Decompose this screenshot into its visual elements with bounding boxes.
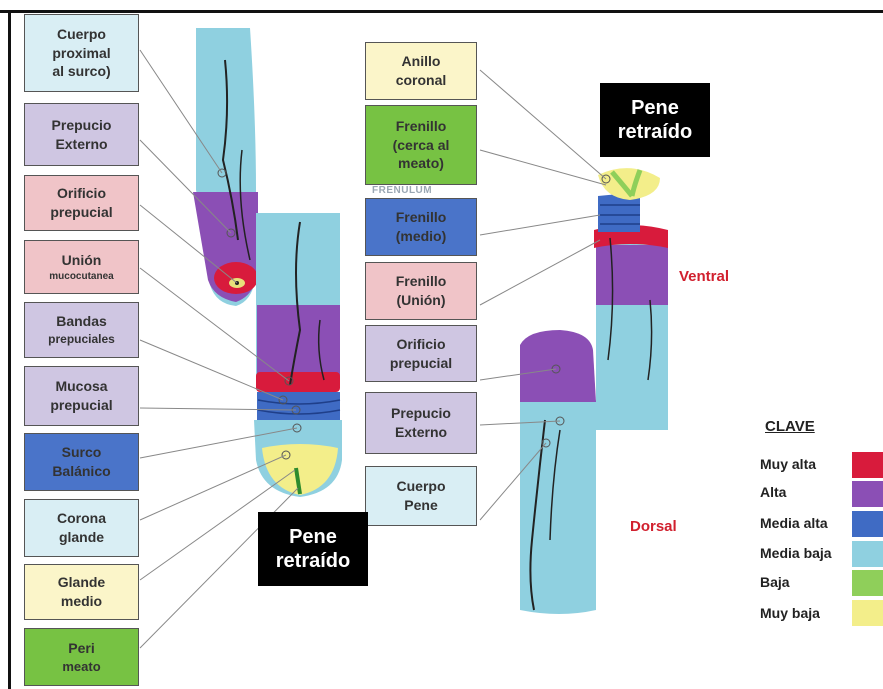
key-label-media-baja: Media baja [760,545,832,561]
label-union-main: Unión [61,251,102,268]
key-label-muy-alta: Muy alta [760,456,817,472]
label-glande-medio: Glande medio [24,564,139,620]
frame-left-border [8,10,11,689]
key-title: CLAVE [765,418,815,435]
key-label-alta: Alta [760,484,787,500]
label-frenillo-union: Frenillo (Unión) [365,262,477,320]
label-ventral: Ventral [679,268,730,285]
key-swatch-muy-baja [852,600,883,626]
label-bandas-sub: prepuciales [48,332,115,347]
middle-figure-retracted [254,213,342,497]
label-frenillo-medio: Frenillo (medio) [365,198,477,256]
label-bandas-prepuciales: Bandas prepuciales [24,302,139,358]
label-dorsal: Dorsal [630,518,677,535]
key-swatch-media-alta [852,511,883,537]
leader-lines [139,49,607,649]
label-frenillo-cerca: Frenillo (cerca al meato) [365,105,477,185]
label-prepucio-externo-2: Prepucio Externo [365,392,477,454]
label-union-sub: mucocutanea [49,270,114,282]
key-swatch-alta [852,481,883,507]
label-peri-sub: meato [62,658,101,674]
key-swatch-media-baja [852,541,883,567]
label-union-mucocutanea: Unión mucocutanea [24,240,139,294]
label-bandas-main: Bandas [56,313,107,330]
label-orificio-prepucial-2: Orificio prepucial [365,325,477,382]
frame-top-border [0,10,883,13]
key-label-media-alta: Media alta [760,515,828,531]
key-label-muy-baja: Muy baja [760,605,820,621]
label-peri-main: Peri [68,639,95,656]
frenulum-ghost-text: FRENULUM [372,185,433,196]
label-corona-glande: Corona glande [24,499,139,557]
title-pene-retraido-top: Pene retraído [600,83,710,157]
label-anillo-coronal: Anillo coronal [365,42,477,100]
key-label-baja: Baja [760,574,790,590]
label-prepucio-externo: Prepucio Externo [24,103,139,166]
label-surco-balanico: Surco Balánico [24,433,139,491]
label-mucosa-prepucial: Mucosa prepucial [24,366,139,426]
label-peri-meato: Peri meato [24,628,139,686]
right-figure-ventral [594,168,668,430]
right-figure-dorsal [520,330,596,614]
key-swatch-baja [852,570,883,596]
left-figure-flaccid [193,28,258,306]
label-cuerpo-pene: Cuerpo Pene [365,466,477,526]
title-pene-retraido-bottom: Pene retraído [258,512,368,586]
label-orificio-prepucial: Orificio prepucial [24,175,139,231]
key-swatch-muy-alta [852,452,883,478]
label-cuerpo-proximal: Cuerpo proximal al surco) [24,14,139,92]
